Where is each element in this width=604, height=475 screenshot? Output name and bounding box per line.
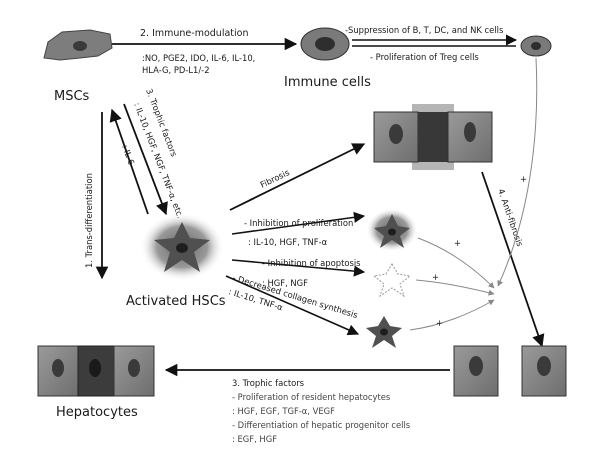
activated-hsc-icon bbox=[140, 213, 224, 281]
treg-effect-arrow bbox=[497, 57, 538, 287]
trophic-hep-line3: - Differentiation of hepatic progenitor … bbox=[232, 420, 410, 430]
trophic-hep-title: 3. Trophic factors bbox=[232, 378, 304, 388]
immune-modulation-factors-2: HLA-G, PD-L1/-2 bbox=[142, 65, 210, 75]
plus-2: + bbox=[432, 272, 439, 282]
hepatocytes-label: Hepatocytes bbox=[56, 405, 138, 420]
trophic-to-hsc-arrow bbox=[123, 103, 168, 216]
trophic-hep-line2: : HGF, EGF, TGF-α, VEGF bbox=[232, 406, 335, 416]
activated-hsc-label: Activated HSCs bbox=[126, 294, 226, 309]
trophic-hep-line4: : EGF, HGF bbox=[232, 434, 277, 444]
treg-plus: + bbox=[520, 174, 527, 184]
immune-cells-label: Immune cells bbox=[284, 75, 371, 90]
il6-label: : IL-6 bbox=[120, 143, 137, 166]
plus-3: + bbox=[436, 318, 443, 328]
immune-cell-icon bbox=[300, 27, 350, 61]
converge-arrow-2 bbox=[415, 279, 495, 296]
treg-text: - Proliferation of Treg cells bbox=[370, 52, 479, 62]
hsc-proliferation-icon bbox=[366, 208, 418, 252]
plus-1: + bbox=[454, 238, 461, 248]
treg-cell-icon bbox=[520, 35, 552, 57]
trans-differentiation-label: 1. Trans-differentiation bbox=[84, 173, 94, 268]
inhibit-apoptosis-text: - Inhibition of apoptosis bbox=[262, 258, 361, 268]
anti-fibrosis-label: 4. Anti-fibrosis bbox=[496, 187, 525, 247]
immune-modulation-factors-1: :NO, PGE2, IDO, IL-6, IL-10, bbox=[142, 53, 255, 63]
msc-cell-icon bbox=[43, 29, 113, 61]
immune-modulation-title: 2. Immune-modulation bbox=[140, 28, 249, 39]
inhibit-proliferation-text: - Inhibition of proliferation bbox=[244, 218, 353, 228]
hsc-collagen-icon bbox=[366, 316, 402, 348]
converge-arrow-1 bbox=[417, 237, 495, 289]
fibrotic-tissue-icon bbox=[373, 104, 493, 170]
il6-arrow bbox=[109, 108, 149, 215]
apoptosis-factors: : HGF, NGF bbox=[262, 278, 308, 288]
recovered-hepatocytes-icon bbox=[453, 345, 567, 397]
converge-arrow-3 bbox=[409, 299, 495, 331]
proliferation-arrow bbox=[231, 211, 366, 235]
proliferation-factors: : IL-10, HGF, TNF-α bbox=[248, 237, 328, 247]
anti-fibrosis-arrow bbox=[481, 171, 545, 348]
fibrosis-label: Fibrosis bbox=[258, 167, 291, 190]
fibrosis-arrow bbox=[229, 143, 366, 211]
suppression-text: -Suppression of B, T, DC, and NK cells bbox=[345, 25, 503, 35]
hsc-apoptosis-icon bbox=[372, 263, 412, 298]
collagen-arrow bbox=[225, 275, 360, 336]
hepatocytes-icon bbox=[37, 345, 155, 397]
msc-label: MSCs bbox=[54, 89, 90, 104]
apoptosis-arrow bbox=[231, 259, 366, 277]
trophic-hep-line1: - Proliferation of resident hepatocytes bbox=[232, 392, 390, 402]
